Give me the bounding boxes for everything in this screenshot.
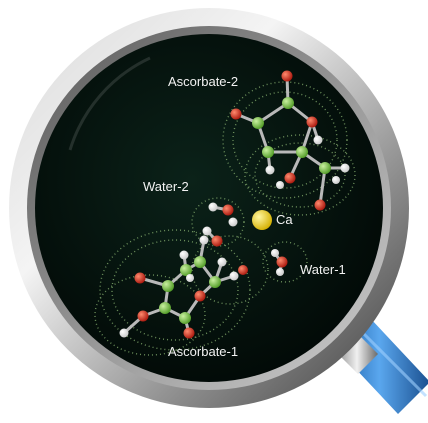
water-2-atoms <box>202 202 238 247</box>
ascorbate-2-atoms <box>230 70 350 211</box>
label-water-2: Water-2 <box>143 179 189 194</box>
lens-highlight <box>68 56 151 151</box>
label-calcium: Ca <box>276 212 293 227</box>
label-ascorbate-2: Ascorbate-2 <box>168 74 238 89</box>
dot-surface <box>94 81 356 356</box>
label-ascorbate-1: Ascorbate-1 <box>168 344 238 359</box>
molecule-model: Ascorbate-2 Water-2 Ca Water-1 Ascorbate… <box>94 70 356 359</box>
calcium-atom <box>252 210 272 230</box>
label-water-1: Water-1 <box>300 262 346 277</box>
water-1-atoms <box>271 249 288 276</box>
ascorbate-1-atoms <box>119 235 248 339</box>
